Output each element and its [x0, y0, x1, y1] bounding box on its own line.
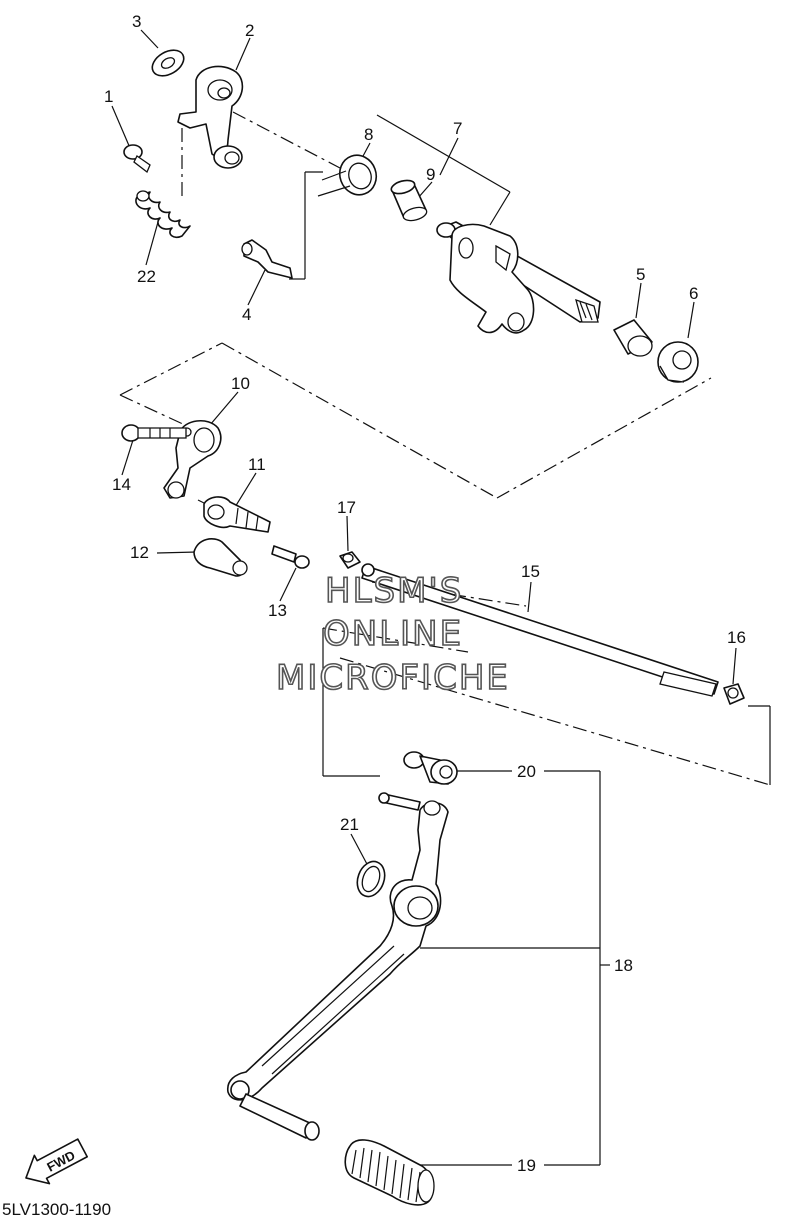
callout-20: 20 [517, 762, 536, 781]
callout-10: 10 [231, 374, 250, 393]
callout-22: 22 [137, 267, 156, 286]
watermark-line-2: ONLINE [323, 614, 463, 654]
shift-rod-part-15 [361, 563, 719, 697]
stud-bolt-part-4 [241, 239, 293, 279]
bolt-part-13 [271, 545, 310, 569]
pedal-rubber-part-19 [344, 1139, 435, 1206]
callout-2: 2 [245, 21, 254, 40]
pivot-bolt-part-20 [403, 751, 458, 785]
callout-19: 19 [517, 1156, 536, 1175]
callout-3: 3 [132, 12, 141, 31]
o-ring-part-21 [356, 860, 386, 898]
callout-7: 7 [453, 119, 462, 138]
callout-5: 5 [636, 265, 645, 284]
assembly-centerlines [119, 111, 771, 786]
callout-4: 4 [242, 305, 251, 324]
spring-part-22 [135, 190, 191, 239]
callout-12: 12 [130, 543, 149, 562]
watermark-line-1: HLSM'S [325, 571, 463, 611]
fwd-arrow-icon [25, 1138, 88, 1185]
callout-13: 13 [268, 601, 287, 620]
callout-17: 17 [337, 498, 356, 517]
nut-part-17 [339, 551, 361, 569]
callout-1: 1 [104, 87, 113, 106]
washer-part-3 [151, 49, 185, 77]
reference-code: 5LV1300-1190 [2, 1200, 111, 1219]
watermark: HLSM'S ONLINE MICROFICHE [275, 570, 510, 699]
callout-11: 11 [248, 455, 266, 474]
shift-pedal-part-18 [226, 800, 449, 1141]
oil-seal-part-6 [657, 341, 699, 383]
pin-part-1 [123, 144, 151, 174]
callout-15: 15 [521, 562, 540, 581]
callout-21: 21 [340, 815, 359, 834]
callout-labels: 1 2 3 4 5 6 7 8 9 10 11 12 13 14 15 16 1… [104, 12, 746, 1175]
callout-6: 6 [689, 284, 698, 303]
callout-8: 8 [364, 125, 373, 144]
callout-9: 9 [426, 165, 435, 184]
pivot-bolt-small [378, 792, 421, 811]
bolt-part-14 [121, 424, 187, 442]
shift-shaft-part-7 [436, 221, 601, 334]
collar-part-5 [613, 319, 653, 357]
callout-16: 16 [727, 628, 746, 647]
fwd-direction-badge: FWD [25, 1138, 88, 1185]
shift-arm-part-2 [177, 65, 244, 169]
callout-14: 14 [112, 475, 131, 494]
boot-part-12 [193, 538, 248, 577]
shift-arm-part-10 [163, 420, 222, 499]
watermark-line-3: MICROFICHE [276, 658, 510, 698]
leader-lines [111, 29, 771, 1166]
torsion-spring-part-8 [317, 154, 378, 197]
collar-part-9 [390, 179, 428, 222]
callout-18: 18 [614, 956, 633, 975]
nut-part-16 [723, 683, 745, 705]
rod-end-part-11 [203, 496, 271, 533]
